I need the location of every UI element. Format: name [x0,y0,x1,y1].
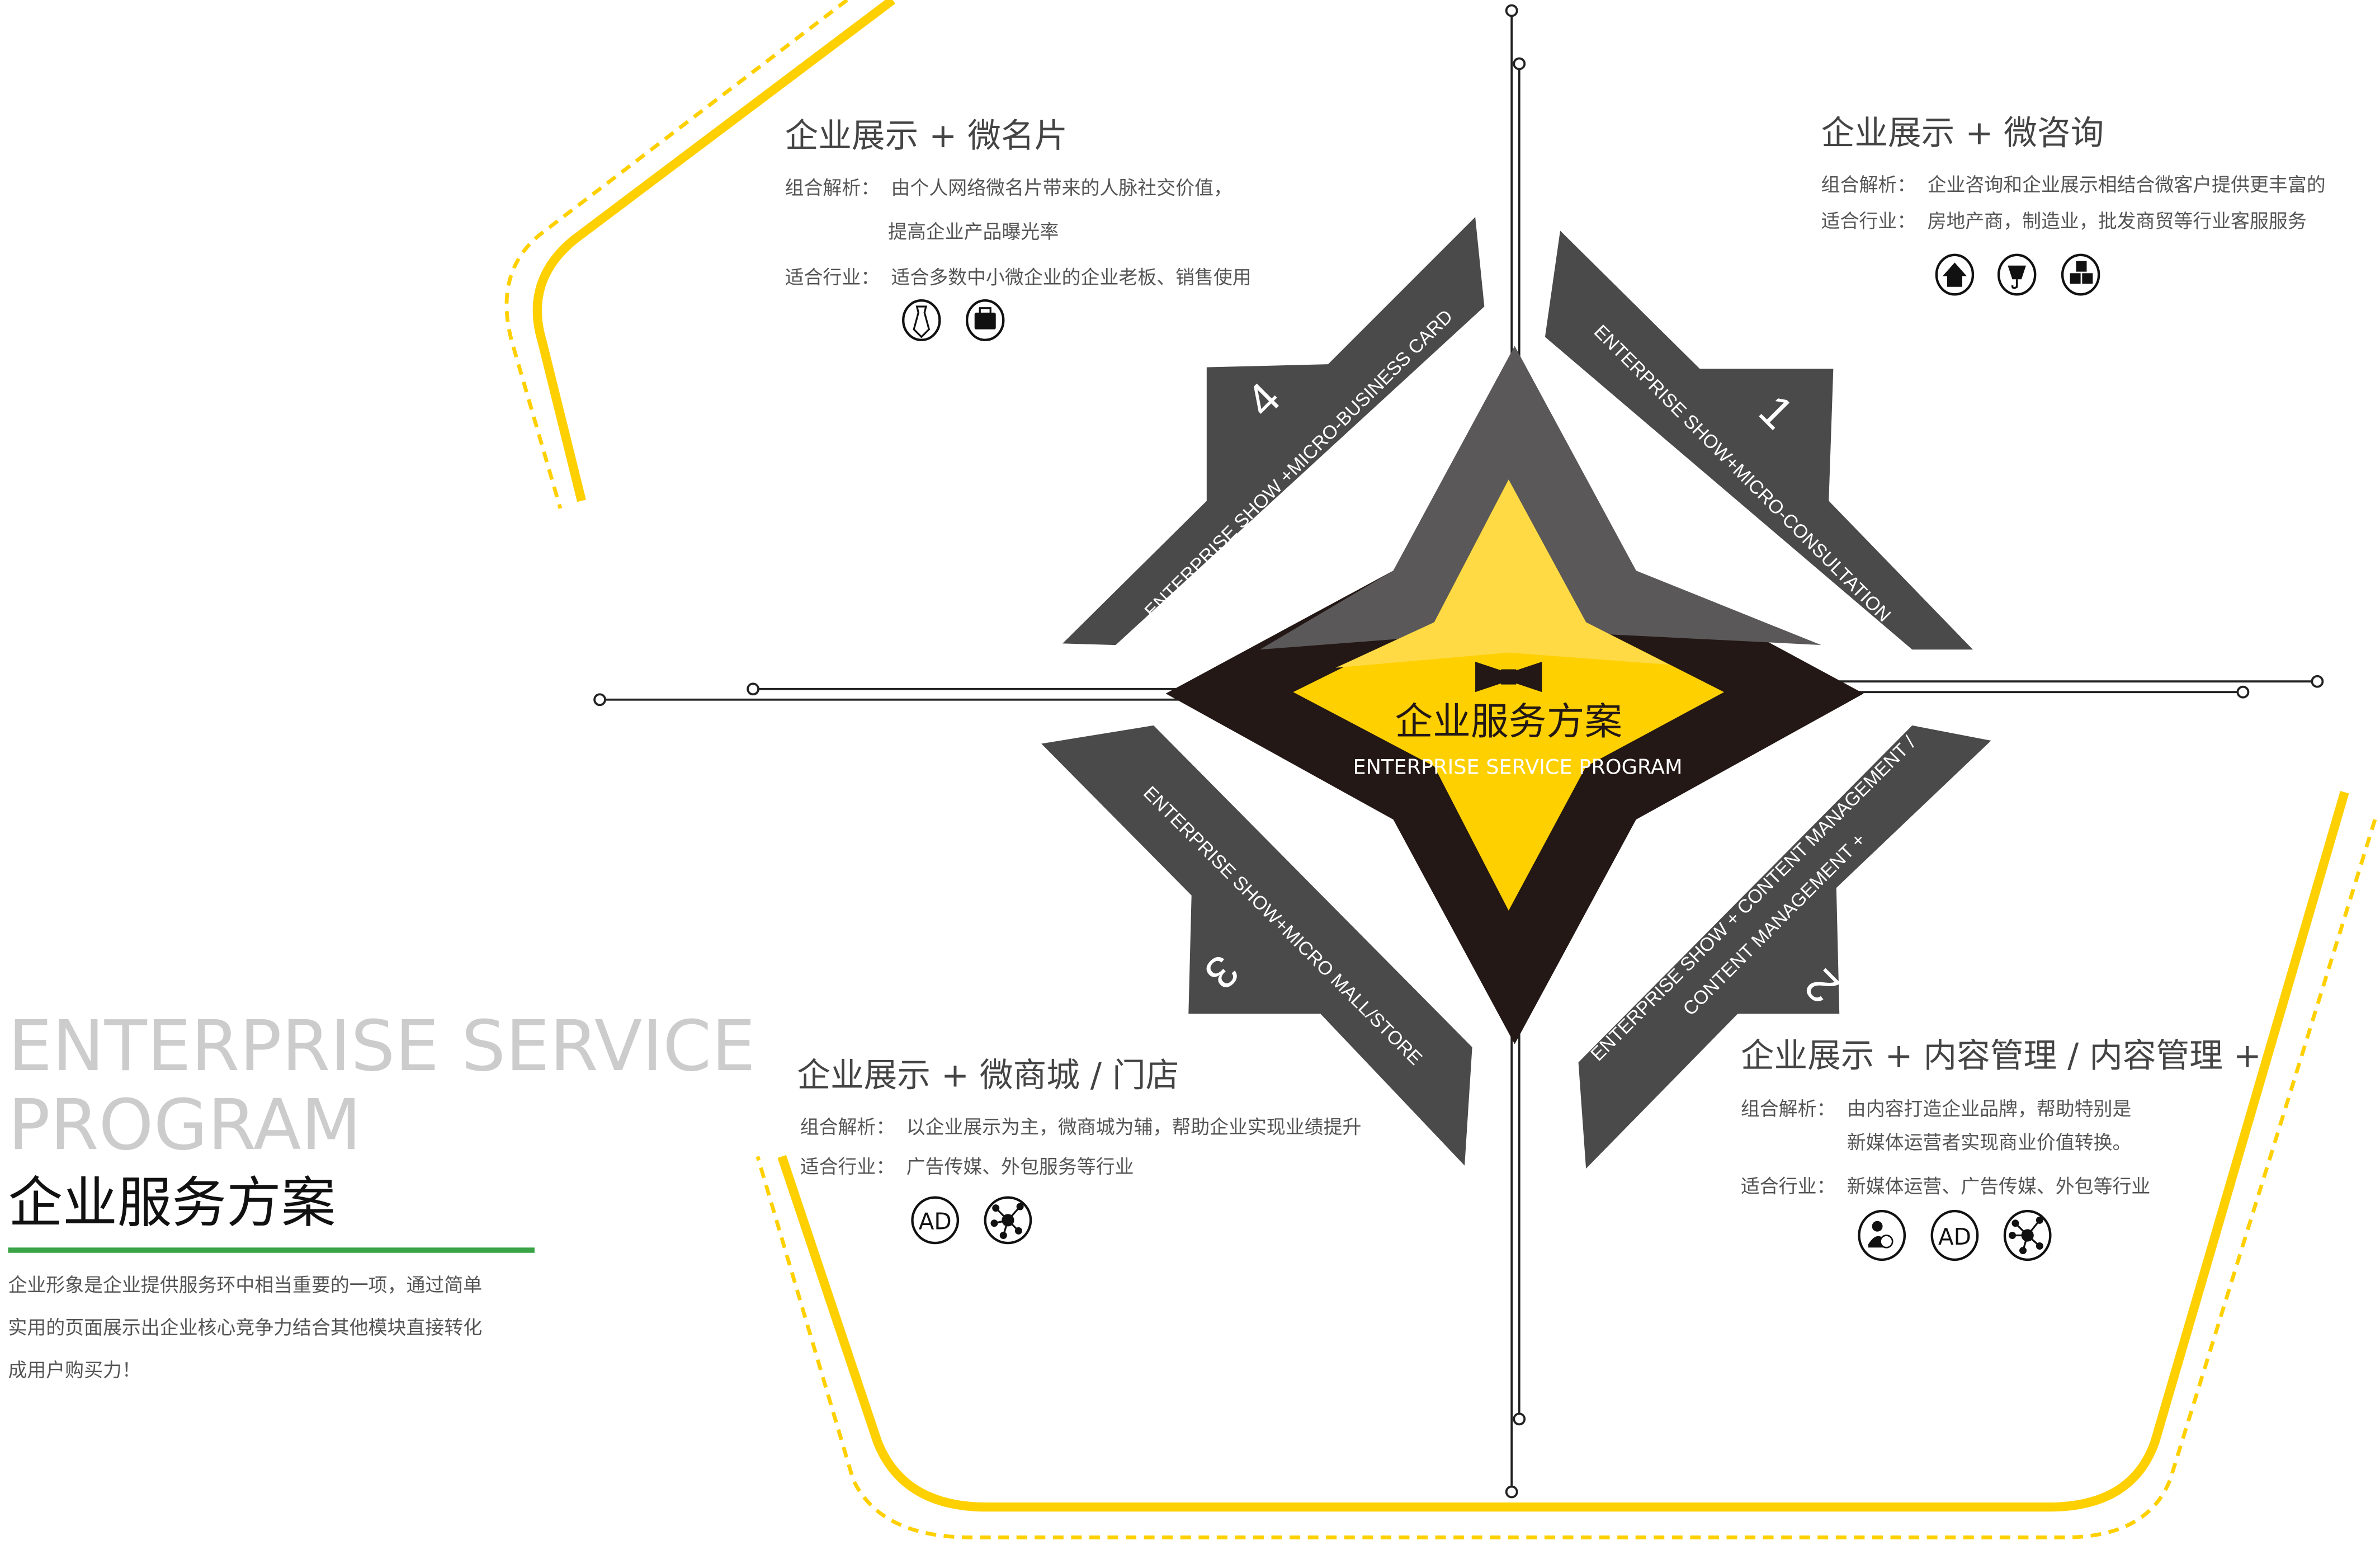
block-micro-card: 企业展示 + 微名片 组合解析： 由个人网络微名片带来的人脉社交价值， 提高企业… [785,117,1252,341]
industry-text: 房地产商，制造业，批发商贸等行业客服服务 [1928,210,2307,232]
block-title: 企业展示 + 微咨询 [1821,114,2104,153]
briefcase-icon [965,299,1005,341]
network-icon [2003,1209,2052,1261]
hero-en-line2: PROGRAM [8,1085,361,1166]
analysis-label: 组合解析： [785,177,880,199]
hero-divider [8,1247,535,1253]
arrow-3-label: ENTERPRISE SHOW+MICRO MALL/STORE [1139,782,1426,1069]
axis-node [1505,1485,1518,1499]
center-star: 企业服务方案 ENTERPRISE SERVICE PROGRAM [1165,346,1864,1044]
ad-icon-text: AD [919,1208,952,1235]
analysis-line: 企业咨询和企业展示相结合微客户提供更丰富的 [1928,174,2326,196]
block-title: 企业展示 + 微名片 [785,117,1068,156]
axis-node [593,693,606,706]
block-micro-consult: 企业展示 + 微咨询 组合解析： 企业咨询和企业展示相结合微客户提供更丰富的 适… [1821,114,2326,296]
center-cn-title: 企业服务方案 [1395,699,1622,743]
block-content-management: 企业展示 + 内容管理 / 内容管理 + 组合解析： 由内容打造企业品牌，帮助特… [1741,1037,2261,1261]
hero-cn-title: 企业服务方案 [8,1171,336,1235]
axis-node [1513,1412,1526,1426]
industry-label: 适合行业： [800,1156,895,1177]
block-title: 企业展示 + 内容管理 / 内容管理 + [1741,1037,2261,1075]
analysis-label: 组合解析： [1741,1098,1836,1120]
block-micro-mall: 企业展示 + 微商城 / 门店 组合解析： 以企业展示为主，微商城为辅，帮助企业… [797,1057,1362,1245]
hero-desc-line2: 实用的页面展示出企业核心竞争力结合其他模块直接转化 [8,1317,482,1339]
tie-icon [902,299,941,341]
yellow-frame-top-left [504,0,896,509]
axis-node [747,682,760,696]
analysis-line: 提高企业产品曝光率 [888,221,1059,243]
analysis-line: 以企业展示为主，微商城为辅，帮助企业实现业绩提升 [906,1117,1362,1138]
industry-text: 适合多数中小微企业的企业老板、销售使用 [891,266,1252,288]
hero-desc-line1: 企业形象是企业提供服务环中相当重要的一项，通过简单 [8,1274,482,1296]
axis-node [2236,685,2250,699]
center-en-title: ENTERPRISE SERVICE PROGRAM [1353,755,1683,779]
industry-text: 广告传媒、外包服务等行业 [906,1156,1134,1177]
ad-icon: AD [911,1196,960,1245]
house-icon [1935,253,1975,296]
industry-label: 适合行业： [1821,210,1916,232]
axis-node [2311,675,2324,688]
analysis-line: 新媒体运营者实现商业价值转换。 [1847,1132,2132,1153]
hero-desc-line3: 成用户购买力！ [8,1359,140,1381]
boxes-icon [2061,253,2100,296]
block-title: 企业展示 + 微商城 / 门店 [797,1057,1179,1095]
analysis-line: 由个人网络微名片带来的人脉社交价值， [891,177,1232,199]
axis-node [1513,57,1526,70]
crane-hook-icon [1997,253,2037,296]
yellow-frame-bottom [755,790,2377,1539]
analysis-label: 组合解析： [800,1117,895,1138]
industry-label: 适合行业： [1741,1176,1836,1198]
industry-text: 新媒体运营、广告传媒、外包等行业 [1847,1176,2151,1198]
analysis-label: 组合解析： [1821,174,1916,196]
industry-label: 适合行业： [785,266,880,288]
hero: ENTERPRISE SERVICE PROGRAM 企业服务方案 企业形象是企… [8,1006,755,1381]
ad-icon: AD [1930,1209,1979,1261]
bow-tie-icon [1475,661,1542,693]
user-chart-icon [1858,1209,1906,1261]
analysis-line: 由内容打造企业品牌，帮助特别是 [1847,1098,2132,1120]
axis-node [1505,4,1518,17]
hero-en-line1: ENTERPRISE SERVICE [8,1006,755,1087]
ad-icon-text: AD [1938,1223,1971,1250]
network-icon [984,1196,1032,1245]
